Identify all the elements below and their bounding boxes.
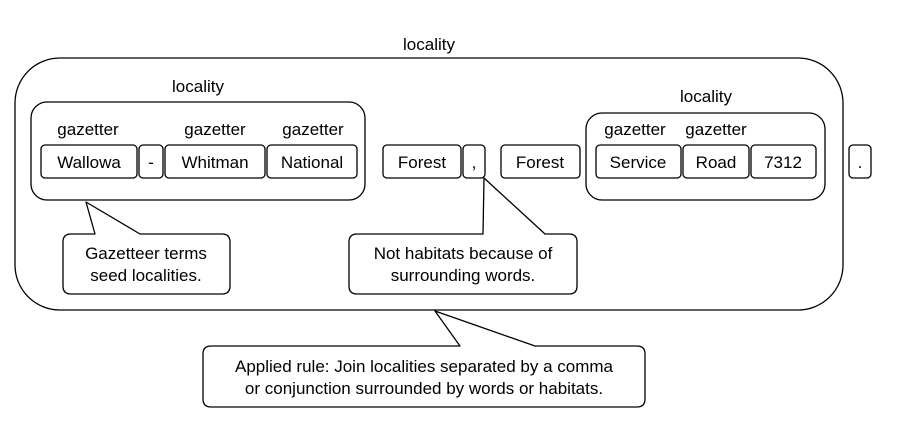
callout-habitats: Not habitats because of surrounding word… <box>348 177 578 295</box>
token-text: . <box>858 153 863 172</box>
gazetteer-label: gazetter <box>604 120 666 139</box>
token-text: Road <box>696 153 737 172</box>
gazetteer-label: gazetter <box>685 120 747 139</box>
token-box <box>500 144 581 179</box>
callout-text: Not habitats because of <box>374 244 553 263</box>
token-text: Service <box>610 153 667 172</box>
callout-text: Gazetteer terms <box>85 244 207 263</box>
callout-text: surrounding words. <box>391 266 536 285</box>
gazetteer-label: gazetter <box>57 120 119 139</box>
token-box <box>138 144 164 179</box>
locality-right-group: locality gazetter gazetter Service Road … <box>585 87 826 201</box>
end-token: . <box>848 144 872 179</box>
token-box <box>595 144 682 179</box>
outer-locality-label: locality <box>403 35 455 54</box>
middle-tokens: Forest , Forest <box>382 144 581 179</box>
callout-rule: Applied rule: Join localities separated … <box>202 310 646 408</box>
token-box <box>266 144 358 179</box>
token-box <box>382 144 462 179</box>
callout-shape <box>62 201 231 295</box>
token-box <box>164 144 266 179</box>
callout-text: Applied rule: Join localities separated … <box>235 357 614 376</box>
gazetteer-label: gazetter <box>184 120 246 139</box>
token-text: Forest <box>398 153 446 172</box>
token-box <box>750 144 817 179</box>
token-box <box>682 144 750 179</box>
token-box <box>462 144 486 179</box>
locality-right-label: locality <box>680 87 732 106</box>
token-text: Forest <box>516 153 564 172</box>
locality-left-label: locality <box>172 77 224 96</box>
gazetteer-label: gazetter <box>282 120 344 139</box>
token-text: 7312 <box>764 153 802 172</box>
token-text: - <box>148 153 154 172</box>
token-text: Whitman <box>181 153 248 172</box>
token-box <box>40 144 138 179</box>
callout-shape <box>348 177 578 295</box>
token-text: National <box>281 153 343 172</box>
token-box <box>848 144 872 179</box>
token-text: Wallowa <box>57 153 121 172</box>
callout-gazetteer: Gazetteer terms seed localities. <box>62 201 231 295</box>
callout-text: seed localities. <box>90 266 202 285</box>
callout-text: or conjunction surrounded by words or ha… <box>245 379 603 398</box>
locality-left-group: locality gazetter gazetter gazetter Wall… <box>30 77 366 201</box>
callout-shape <box>202 310 646 408</box>
token-text: , <box>472 153 477 172</box>
